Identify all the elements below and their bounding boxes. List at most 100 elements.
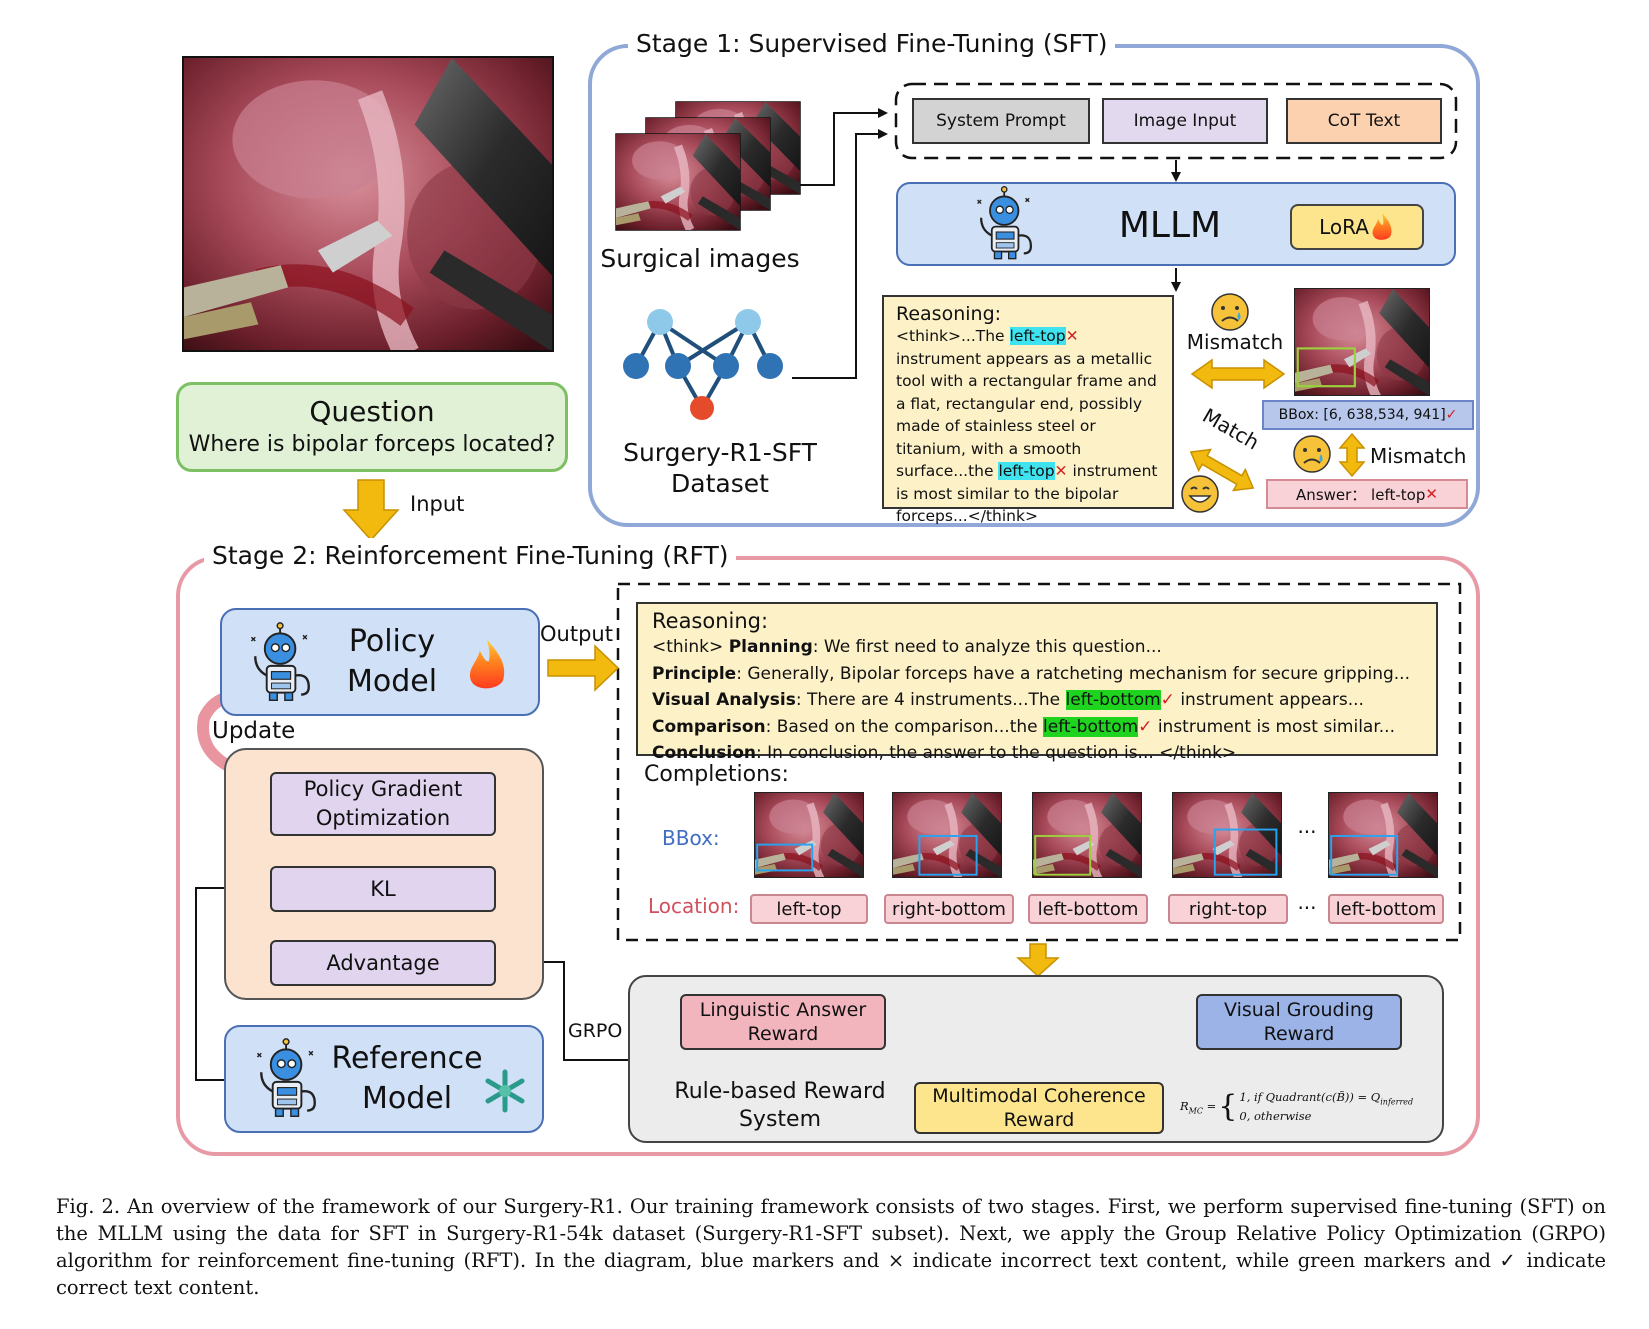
location-chip-4: right-top: [1168, 894, 1288, 924]
bbox-label: BBox:: [662, 826, 720, 850]
policy-line1: Policy: [348, 624, 436, 659]
mllm-label: MLLM: [1118, 204, 1222, 246]
stage1-title: Stage 1: Supervised Fine-Tuning (SFT): [628, 26, 1116, 62]
location-chip-3: left-bottom: [1028, 894, 1148, 924]
reasoning-text-2: instrument appears as a metallic tool wi…: [896, 349, 1157, 481]
surgical-images-stack: [612, 98, 802, 234]
image-input-box: Image Input: [1102, 98, 1268, 144]
question-box: Question Where is bipolar forceps locate…: [176, 382, 568, 472]
reasoning-line-comparison: Comparison: Based on the comparison...th…: [652, 714, 1422, 741]
completion-image-3: [1032, 792, 1142, 878]
visual-line1: Visual Grouding: [1224, 999, 1374, 1021]
principle-text: : Generally, Bipolar forceps have a ratc…: [736, 663, 1410, 684]
reasoning-line-conclusion: Conclusion: In conclusion, the answer to…: [652, 740, 1422, 767]
policy-model-label: Policy Model: [330, 620, 454, 704]
stage2-frame: [176, 556, 1480, 1156]
completion-image-5: [1328, 792, 1438, 878]
cot-text-box: CoT Text: [1286, 98, 1442, 144]
completion-image-1: [754, 792, 864, 878]
location-chip-2: right-bottom: [884, 894, 1014, 924]
reasoning-text-3: instrument is most similar to the bipola…: [896, 462, 1158, 525]
pgo-line1: Policy Gradient: [303, 777, 463, 801]
cross-icon: ✕: [1054, 462, 1068, 480]
principle-label: Principle: [652, 663, 737, 684]
sad-face-icon-2: [1292, 434, 1332, 474]
answer-text: Answer： left-top: [1296, 485, 1426, 504]
sad-face-icon: [1210, 292, 1250, 332]
visual-analysis-label: Visual Analysis: [652, 690, 796, 710]
stage1-answer: Answer： left-top✕: [1266, 479, 1468, 509]
robot-icon: [246, 1036, 330, 1122]
dataset-graph-icon: [618, 306, 788, 420]
check-icon: ✓: [1138, 716, 1153, 737]
question-text: Where is bipolar forceps located?: [188, 432, 556, 457]
cross-icon: ✕: [1425, 485, 1438, 503]
formula-case1: 1, if Quadrant(c(B̃)) = Qinferred: [1239, 1089, 1414, 1107]
dataset-label-line1: Surgery-R1-SFT: [623, 438, 817, 467]
check-icon: ✓: [1160, 690, 1175, 710]
reasoning-line-planning: <think> Planning: We first need to analy…: [652, 634, 1422, 661]
dataset-label: Surgery-R1-SFT Dataset: [600, 436, 840, 500]
stage2-reasoning-heading: Reasoning:: [652, 609, 769, 633]
formula-cases: 1, if Quadrant(c(B̃)) = Qinferred 0, oth…: [1239, 1090, 1413, 1124]
fire-icon: [462, 636, 512, 694]
stage1-bbox-image: [1294, 288, 1430, 396]
kl-box: KL: [270, 866, 496, 912]
stage1-reasoning-box: Reasoning: <think>...The left-top✕ instr…: [882, 295, 1174, 525]
system-line1: Rule-based Reward: [674, 1079, 886, 1104]
completions-label: Completions:: [644, 762, 789, 787]
input-surgical-image: [182, 56, 554, 352]
update-label: Update: [212, 718, 296, 744]
visual-analysis-text: : There are 4 instruments...The: [795, 690, 1066, 710]
mismatch-label-2: Mismatch: [1370, 444, 1467, 468]
pgo-line2: Optimization: [315, 806, 451, 830]
advantage-box: Advantage: [270, 940, 496, 986]
output-label: Output: [540, 622, 613, 646]
formula-lhs: RMC =: [1180, 1098, 1217, 1116]
linguistic-answer-reward: Linguistic Answer Reward: [680, 994, 886, 1050]
comparison-label: Comparison: [652, 716, 766, 737]
rule-based-reward-system-label: Rule-based Reward System: [660, 1076, 900, 1136]
stage2-title: Stage 2: Reinforcement Fine-Tuning (RFT): [204, 538, 737, 574]
location-chip-5: left-bottom: [1328, 894, 1444, 924]
linguistic-line1: Linguistic Answer: [699, 999, 867, 1021]
location-label: Location:: [648, 894, 740, 918]
conclusion-label: Conclusion: [652, 743, 756, 763]
coherence-line2: Reward: [1003, 1109, 1075, 1131]
fire-icon: [1372, 213, 1392, 240]
completion-image-4: [1172, 792, 1282, 878]
stage1-reasoning-text: <think>...The left-top✕ instrument appea…: [896, 325, 1160, 528]
reference-line1: Reference: [331, 1041, 483, 1076]
coherence-formula: RMC = { 1, if Quadrant(c(B̃)) = Qinferre…: [1180, 1086, 1430, 1128]
formula-brace: {: [1218, 1089, 1238, 1124]
bbox-text: BBox: [6, 638,534, 941]: [1278, 407, 1446, 423]
coherence-line1: Multimodal Coherence: [932, 1085, 1146, 1107]
robot-icon: [240, 620, 324, 706]
reference-model-label: Reference Model: [331, 1036, 483, 1122]
lora-badge: LoRA: [1290, 204, 1424, 250]
dataset-label-line2: Dataset: [671, 469, 769, 498]
ellipsis-2: ···: [1297, 896, 1317, 920]
location-chip-1: left-top: [750, 894, 868, 924]
reference-line2: Model: [361, 1081, 453, 1116]
check-icon: ✓: [1445, 407, 1458, 423]
planning-text: : We first need to analyze this question…: [812, 637, 1162, 657]
snowflake-icon: [482, 1068, 528, 1114]
incorrect-highlight: left-top: [1009, 327, 1066, 345]
multimodal-coherence-reward: Multimodal Coherence Reward: [914, 1082, 1164, 1134]
linguistic-line2: Reward: [747, 1023, 819, 1045]
cross-icon: ✕: [1065, 327, 1079, 345]
stage1-reasoning-heading: Reasoning:: [896, 303, 1002, 325]
system-line2: System: [738, 1107, 822, 1132]
policy-gradient-box: Policy Gradient Optimization: [270, 772, 496, 836]
grpo-label: GRPO: [568, 1020, 623, 1042]
visual-grounding-reward: Visual Grouding Reward: [1196, 994, 1402, 1050]
policy-line2: Model: [346, 664, 438, 699]
stage2-reasoning-box: Reasoning: <think> Planning: We first ne…: [636, 602, 1438, 763]
visual-analysis-text-2: instrument appears...: [1174, 690, 1364, 710]
surgical-images-label: Surgical images: [600, 244, 800, 273]
formula-case2: 0, otherwise: [1239, 1109, 1312, 1124]
stage1-bbox-value: BBox: [6, 638,534, 941]✓: [1262, 400, 1474, 430]
input-label: Input: [410, 492, 465, 516]
ellipsis: ···: [1297, 820, 1317, 844]
